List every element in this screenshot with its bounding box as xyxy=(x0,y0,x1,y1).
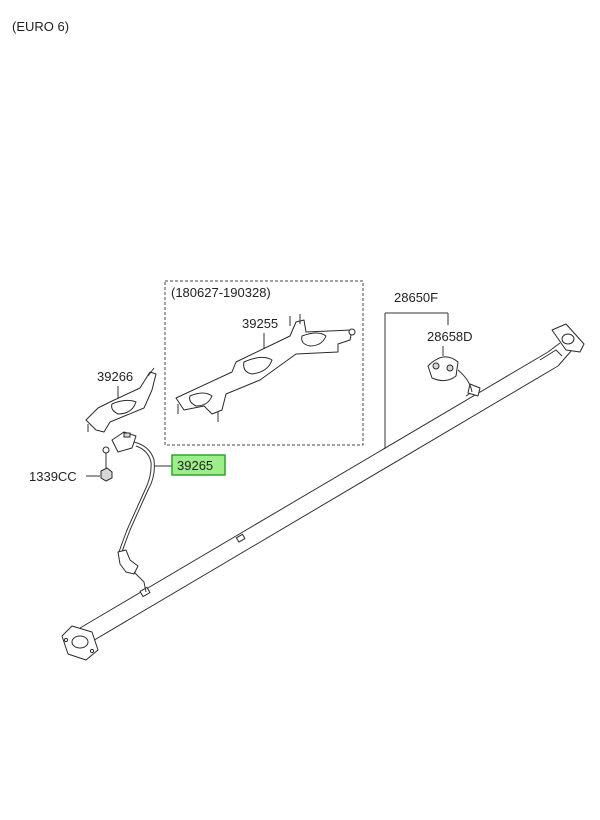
oxygen-sensor-39265[interactable] xyxy=(111,431,155,593)
part-label-39255[interactable]: 39255 xyxy=(242,316,278,331)
highlight-box-39265 xyxy=(171,454,226,476)
bracket-39255[interactable] xyxy=(175,314,356,422)
bracket-39266[interactable] xyxy=(85,367,157,433)
part-label-28650f[interactable]: 28650F xyxy=(394,290,438,305)
date-range-label: (180627-190328) xyxy=(171,285,271,300)
hanger-rubber-28658d[interactable] xyxy=(427,356,473,393)
exhaust-pipe-28650f[interactable] xyxy=(61,323,585,661)
variant-note: (EURO 6) xyxy=(12,19,69,34)
leader-28650f xyxy=(384,312,449,449)
part-label-1339cc[interactable]: 1339CC xyxy=(29,469,77,484)
part-label-39265[interactable]: 39265 xyxy=(177,458,213,473)
date-range-box xyxy=(164,280,364,446)
part-label-39266[interactable]: 39266 xyxy=(97,369,133,384)
part-label-28658d[interactable]: 28658D xyxy=(427,329,473,344)
nut-1339cc[interactable] xyxy=(100,446,113,482)
